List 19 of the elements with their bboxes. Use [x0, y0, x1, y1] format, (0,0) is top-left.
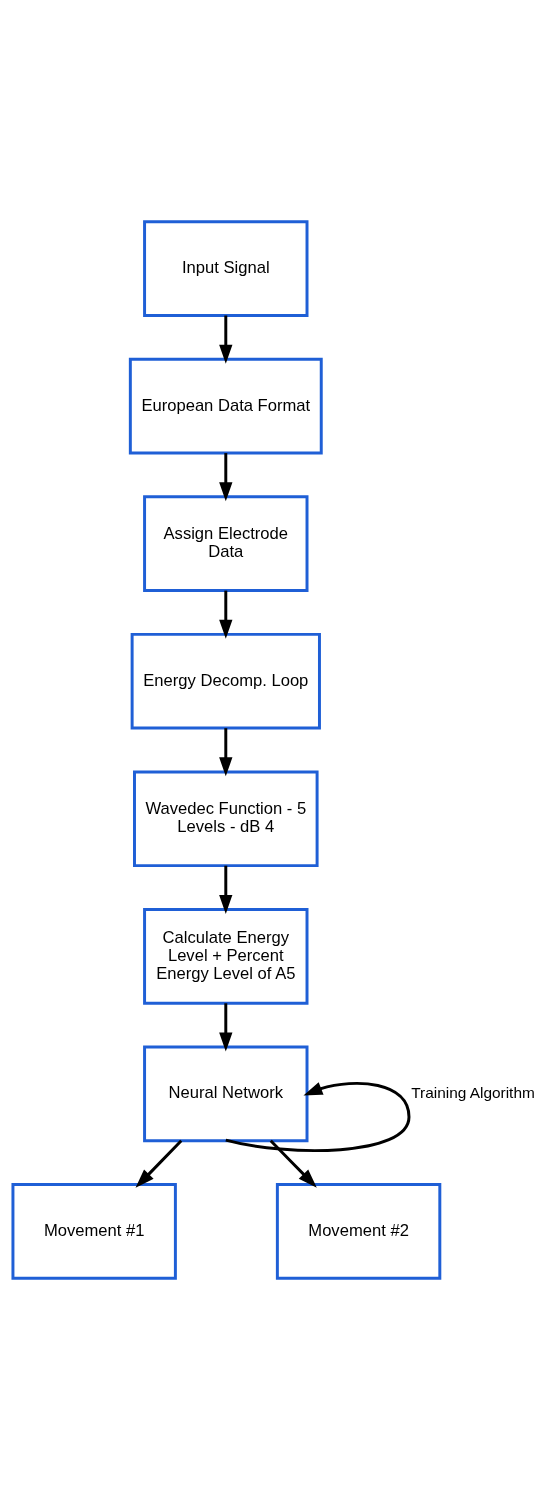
node-box: Input Signal — [143, 219, 309, 317]
arrow — [219, 865, 233, 914]
arrow — [269, 1139, 317, 1188]
node-box: European Data Format — [128, 357, 323, 454]
arrow — [219, 590, 233, 639]
node-box: Calculate Energy Level + Percent Energy Level of A5 — [143, 907, 309, 1005]
node-box: Energy Decomp. Loop — [130, 632, 321, 730]
arrow — [225, 1081, 411, 1152]
arrow — [219, 1002, 233, 1051]
arrow — [219, 452, 233, 501]
node-box: Assign Electrode Data — [143, 494, 309, 592]
arrow — [135, 1139, 183, 1188]
node-box: Wavedec Function - 5 Levels - dB 4 — [133, 769, 319, 867]
node-box: Movement #1 — [11, 1182, 177, 1280]
arrow — [219, 315, 233, 364]
arrow — [219, 727, 233, 776]
node-box: Neural Network — [143, 1045, 309, 1142]
node-box: Movement #2 — [275, 1182, 442, 1280]
edge-label: Training Algorithm — [411, 1083, 535, 1101]
